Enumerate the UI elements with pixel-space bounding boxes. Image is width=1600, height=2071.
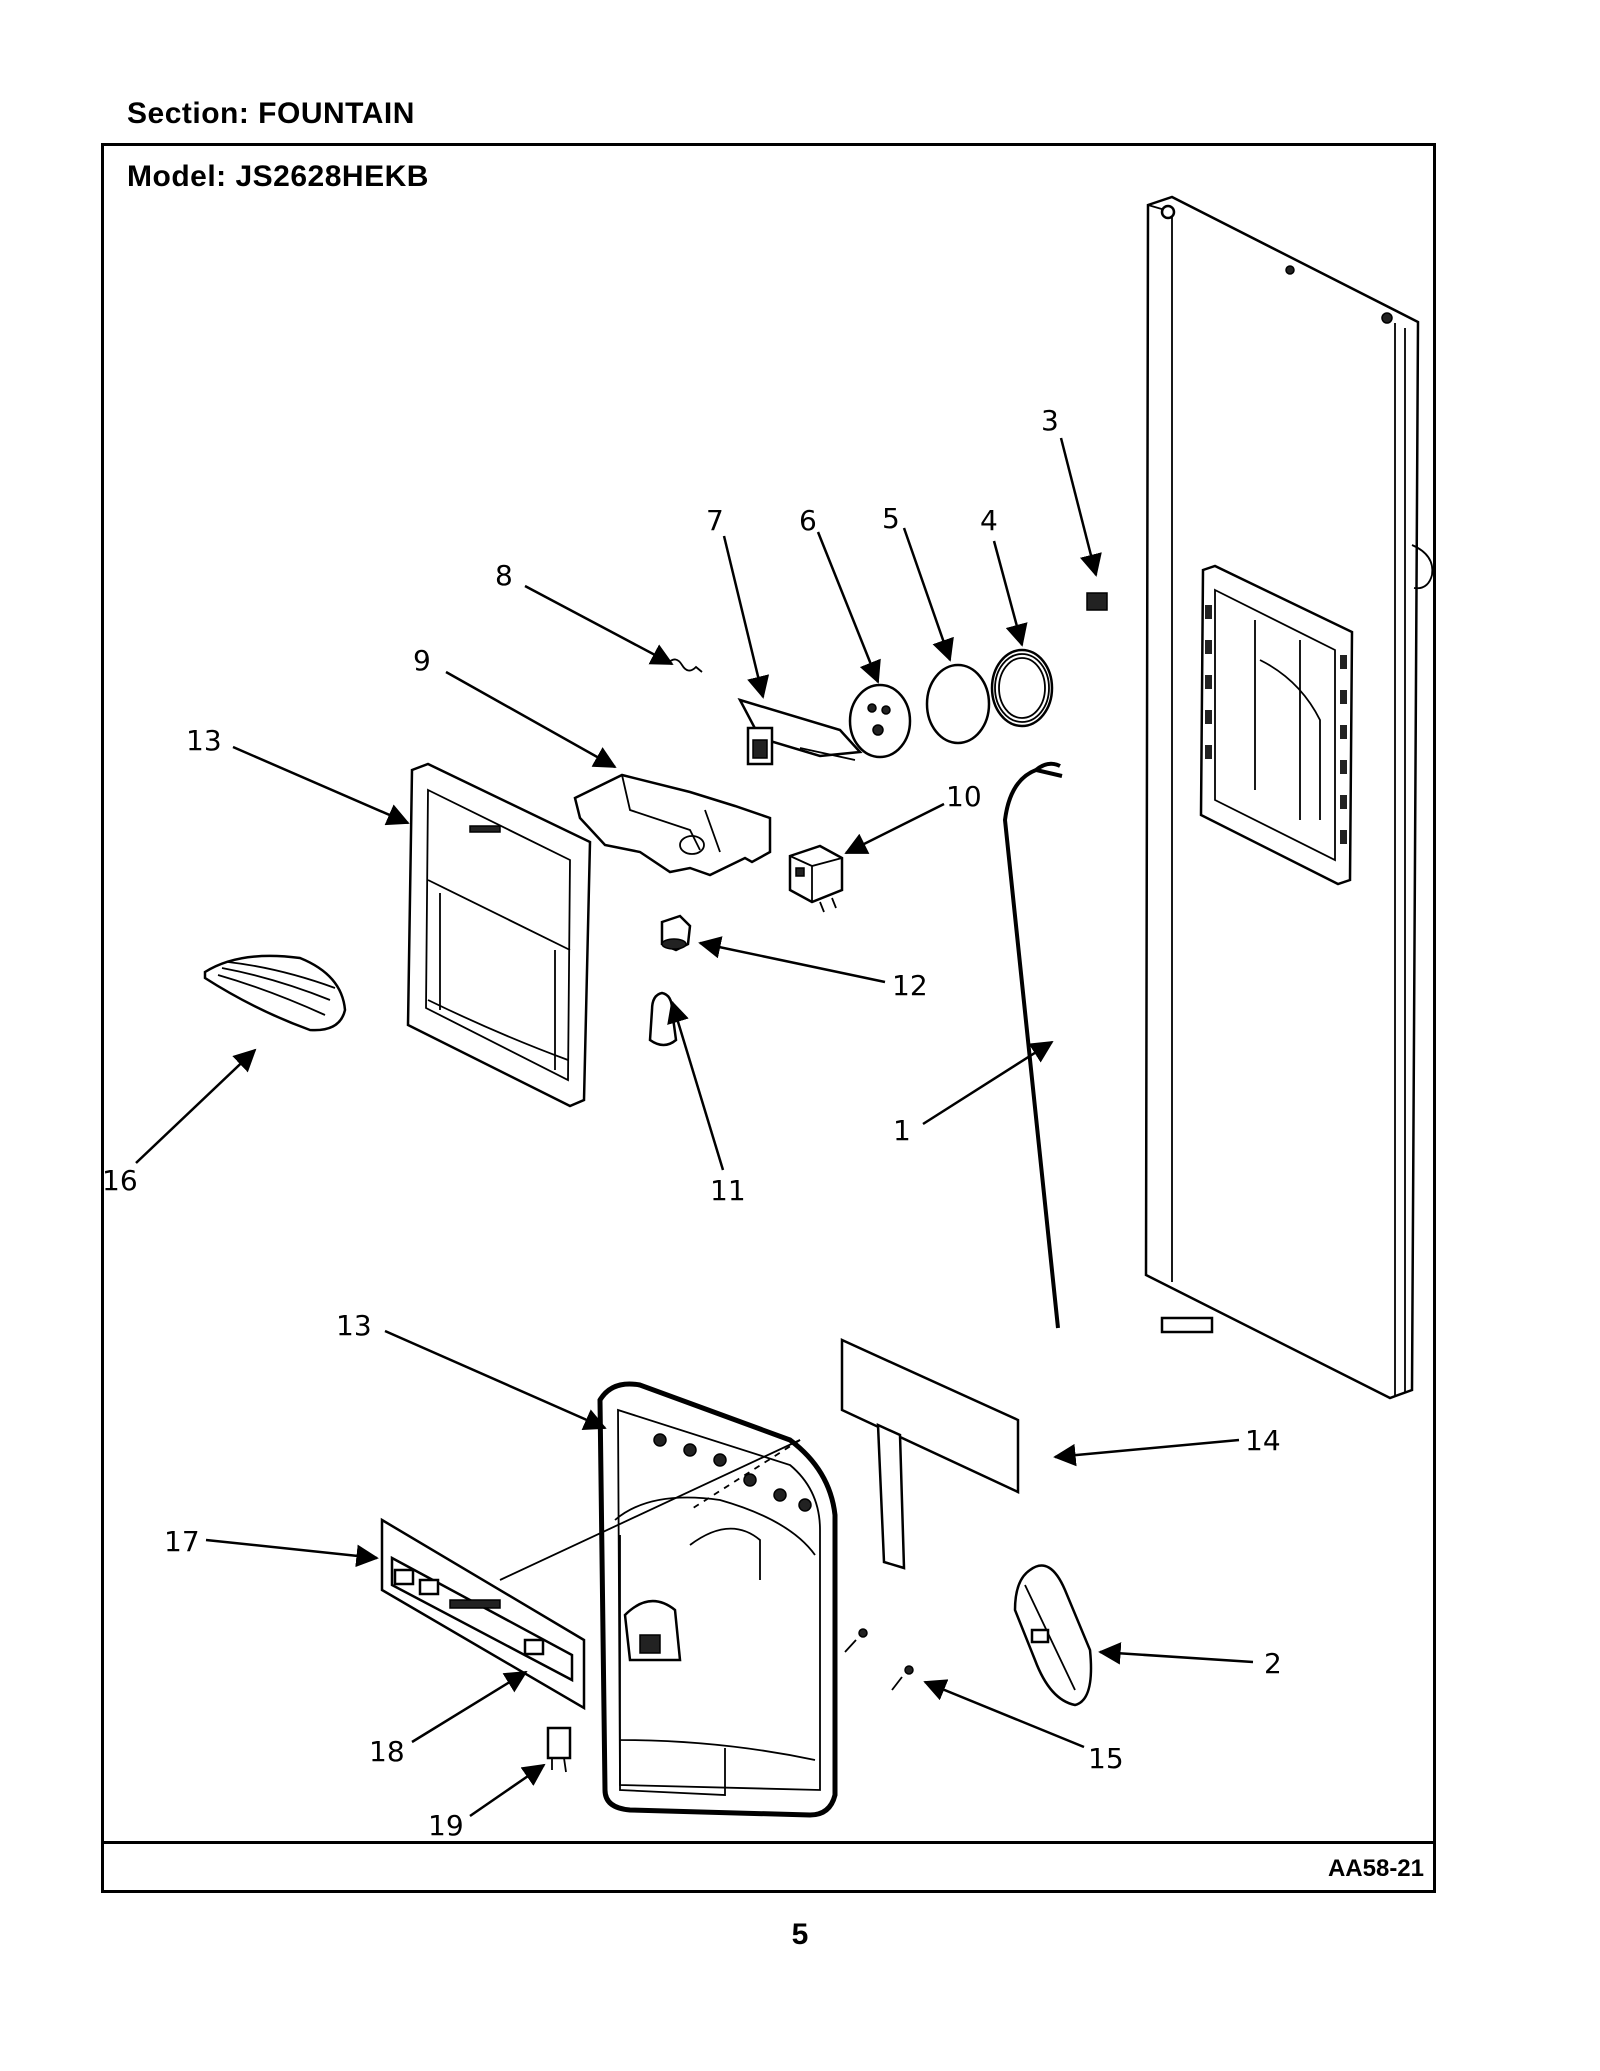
part-11-cap bbox=[648, 991, 678, 1047]
freezer-door-illustration bbox=[1144, 195, 1434, 1400]
frame-divider bbox=[101, 1841, 1436, 1844]
callout-10: 10 bbox=[946, 780, 982, 813]
part-3-clip bbox=[1086, 592, 1108, 611]
callout-8: 8 bbox=[495, 559, 513, 592]
part-18-control-board bbox=[390, 1439, 801, 1683]
callout-9: 9 bbox=[413, 644, 431, 677]
leader-lines bbox=[135, 437, 1254, 1818]
callout-13-upper: 13 bbox=[186, 724, 222, 757]
part-14-label-plate bbox=[840, 1338, 1020, 1570]
model-title: Model: JS2628HEKB bbox=[127, 160, 429, 193]
part-10-solenoid bbox=[788, 844, 844, 913]
part-2-cover bbox=[1013, 1564, 1093, 1707]
part-12-nozzle bbox=[660, 914, 692, 952]
part-9-actuator bbox=[573, 773, 772, 877]
callout-13-lower: 13 bbox=[336, 1309, 372, 1342]
callout-12: 12 bbox=[892, 969, 928, 1002]
callout-18: 18 bbox=[369, 1735, 405, 1768]
callout-1: 1 bbox=[893, 1114, 911, 1147]
part-15-screws bbox=[844, 1628, 914, 1691]
part-7-bracket bbox=[737, 697, 863, 766]
part-6-socket bbox=[848, 683, 912, 759]
callout-2: 2 bbox=[1264, 1647, 1282, 1680]
part-13-lower-panel bbox=[597, 1381, 838, 1818]
part-16-drip-tray bbox=[203, 954, 347, 1032]
callout-11: 11 bbox=[710, 1174, 746, 1207]
part-13-upper-frame bbox=[406, 762, 592, 1108]
part-4-ring bbox=[990, 648, 1054, 728]
diagram-frame bbox=[101, 143, 1436, 1893]
callout-3: 3 bbox=[1041, 404, 1059, 437]
callout-5: 5 bbox=[882, 502, 900, 535]
part-1-tube bbox=[1002, 761, 1063, 1329]
drawing-code: AA58-21 bbox=[1327, 1855, 1424, 1882]
callout-15: 15 bbox=[1088, 1742, 1124, 1775]
callout-17: 17 bbox=[164, 1525, 200, 1558]
callout-7: 7 bbox=[706, 504, 724, 537]
section-title: Section: FOUNTAIN bbox=[127, 97, 415, 130]
callout-4: 4 bbox=[980, 504, 998, 537]
callout-labels: 3 4 5 6 7 8 9 13 10 12 1 16 11 13 14 17 … bbox=[102, 404, 1282, 1842]
part-5-lens bbox=[925, 663, 991, 745]
page-number: 5 bbox=[791, 1918, 809, 1951]
part-8-spring bbox=[667, 658, 703, 673]
callout-14: 14 bbox=[1245, 1424, 1281, 1457]
callout-16: 16 bbox=[102, 1164, 138, 1197]
callout-19: 19 bbox=[428, 1809, 464, 1842]
callout-6: 6 bbox=[799, 504, 817, 537]
part-19-connector bbox=[546, 1726, 572, 1773]
